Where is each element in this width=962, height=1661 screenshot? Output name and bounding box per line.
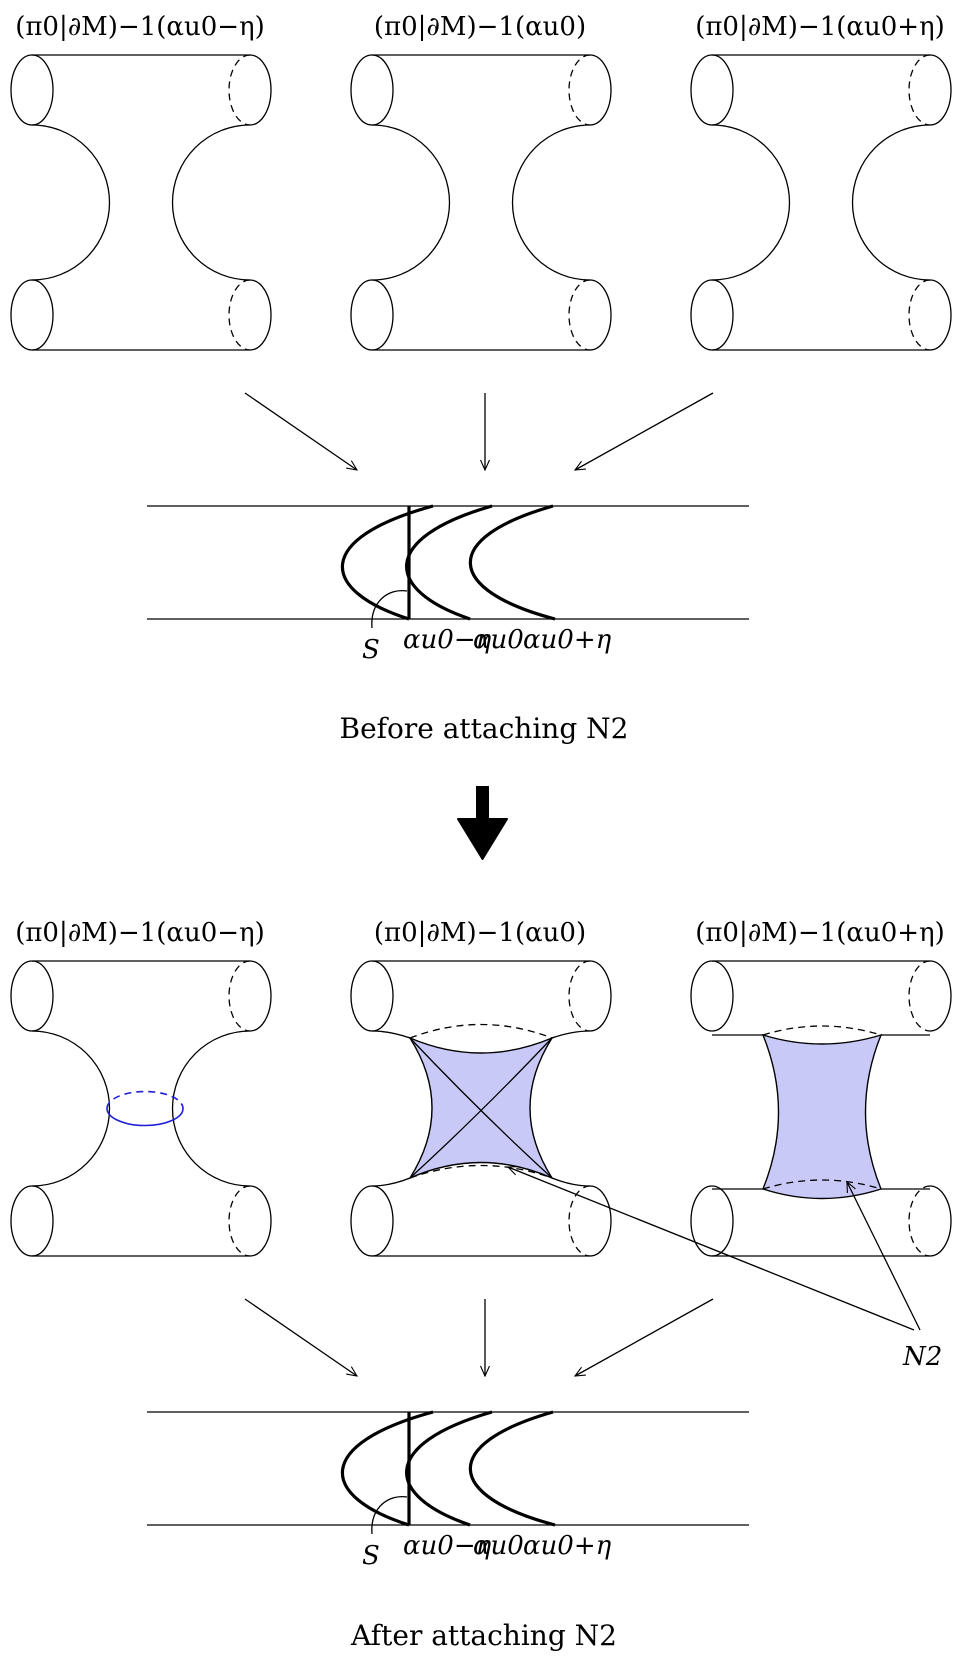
down-arrow-icon bbox=[457, 786, 508, 860]
alpha-curve-middle-top bbox=[405, 504, 493, 621]
vanishing-circle-back bbox=[106, 1090, 184, 1109]
projection-arrow-bottom-left bbox=[244, 1298, 357, 1376]
n2-arrow-middle bbox=[508, 1167, 915, 1331]
fiber-right-bottom bbox=[690, 960, 952, 1257]
caption-after: After attaching N2 bbox=[350, 1619, 617, 1652]
alpha-curve-right-top bbox=[468, 504, 556, 621]
alpha-label-middle-top: αu0 bbox=[473, 625, 524, 655]
projection-arrow-bottom-right bbox=[575, 1298, 714, 1376]
attached-region-middle bbox=[408, 1036, 554, 1180]
alpha-label-left-bottom: αu0−η bbox=[403, 1531, 492, 1561]
fiber-label-top-middle: (π0|∂M)−1(αu0) bbox=[374, 12, 586, 42]
bottom-panel: (π0|∂M)−1(αu0−η) (π0|∂M)−1(αu0) (π0|∂M)−… bbox=[10, 918, 952, 1652]
fiber-label-bottom-right: (π0|∂M)−1(αu0+η) bbox=[695, 918, 945, 948]
projection-arrow-top-right bbox=[575, 392, 714, 470]
alpha-label-left-top: αu0−η bbox=[403, 625, 492, 655]
n2-label: N2 bbox=[902, 1342, 942, 1372]
fiber-left-top bbox=[10, 54, 272, 351]
alpha-curve-left-bottom bbox=[340, 1410, 434, 1527]
fiber-label-bottom-left: (π0|∂M)−1(αu0−η) bbox=[15, 918, 265, 948]
fiber-left-bottom bbox=[10, 960, 272, 1257]
fiber-label-top-left: (π0|∂M)−1(αu0−η) bbox=[15, 12, 265, 42]
fiber-middle-top bbox=[350, 54, 612, 351]
top-panel: (π0|∂M)−1(αu0−η) (π0|∂M)−1(αu0) (π0|∂M)−… bbox=[10, 12, 952, 745]
alpha-curve-left-top bbox=[340, 504, 434, 621]
s-label-bottom: S bbox=[362, 1541, 380, 1571]
fiber-labels-bottom: (π0|∂M)−1(αu0−η) (π0|∂M)−1(αu0) (π0|∂M)−… bbox=[15, 918, 945, 948]
alpha-label-middle-bottom: αu0 bbox=[473, 1531, 524, 1561]
s-label-top: S bbox=[362, 635, 380, 665]
caption-before: Before attaching N2 bbox=[340, 712, 629, 745]
alpha-label-right-bottom: αu0+η bbox=[523, 1531, 612, 1561]
fiber-label-top-right: (π0|∂M)−1(αu0+η) bbox=[695, 12, 945, 42]
fiber-label-bottom-middle: (π0|∂M)−1(αu0) bbox=[374, 918, 586, 948]
n2-arrow-right bbox=[847, 1182, 921, 1331]
alpha-curve-right-bottom bbox=[468, 1410, 556, 1527]
projection-arrows-bottom bbox=[244, 1298, 714, 1376]
alpha-label-right-top: αu0+η bbox=[523, 625, 612, 655]
attached-region-right bbox=[761, 1033, 883, 1200]
fiber-middle-bottom bbox=[350, 960, 612, 1257]
vanishing-circle-front bbox=[106, 1108, 184, 1127]
n2-pointers: N2 bbox=[508, 1167, 942, 1372]
s-pointer-bottom bbox=[371, 1495, 408, 1535]
fiber-right-top bbox=[690, 54, 952, 351]
s-pointer-top bbox=[371, 589, 408, 629]
projection-arrows-top bbox=[244, 392, 714, 470]
alpha-curve-middle-bottom bbox=[405, 1410, 493, 1527]
projection-arrow-top-left bbox=[244, 392, 357, 470]
base-band-top: S αu0−η αu0 αu0+η bbox=[147, 504, 749, 665]
base-band-bottom: S αu0−η αu0 αu0+η bbox=[147, 1410, 749, 1571]
fiber-labels-top: (π0|∂M)−1(αu0−η) (π0|∂M)−1(αu0) (π0|∂M)−… bbox=[15, 12, 945, 42]
